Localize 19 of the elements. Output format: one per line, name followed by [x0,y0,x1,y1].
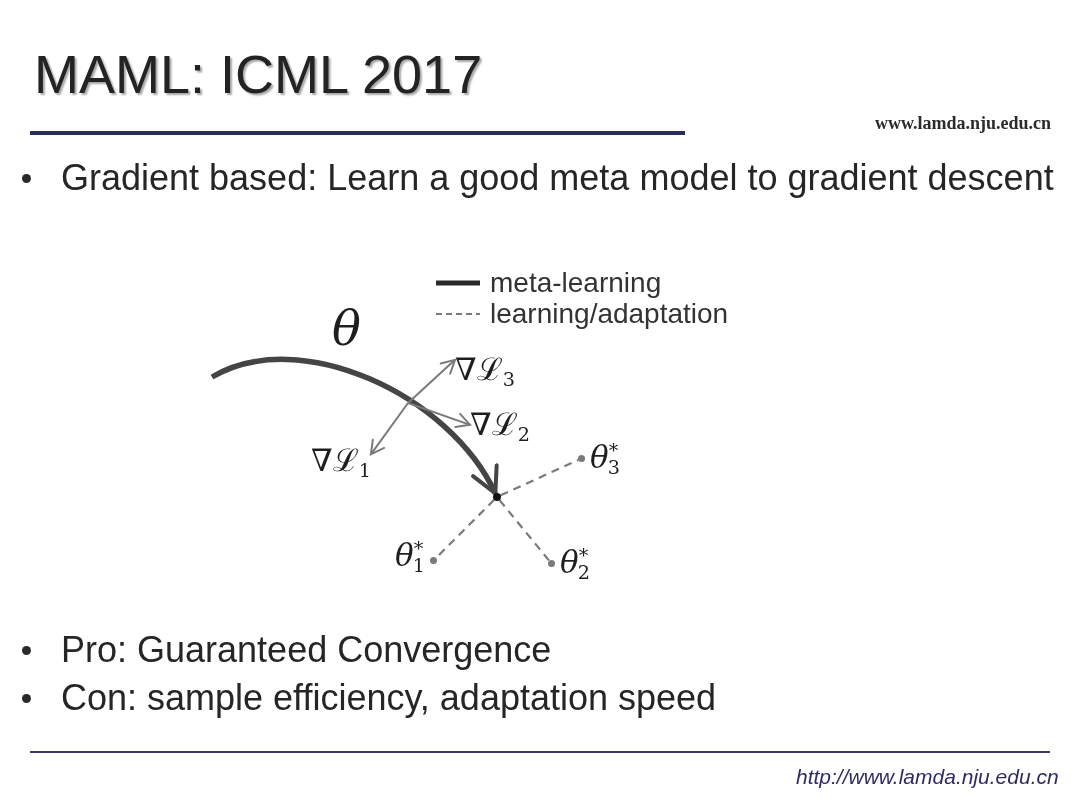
curved-arrow [210,356,498,496]
footer-url: http://www.lamda.nju.edu.cn [796,765,1059,789]
math-label: ∇ℒ$_{3}$ [455,352,515,388]
dashed-line [498,499,551,562]
dashed-line [500,458,579,497]
point-icon [493,493,501,501]
bullet-text: Con: sample efficiency, adaptation speed [61,677,717,719]
bullet-text: Pro: Guaranteed Convergence [61,629,552,671]
website-text: www.lamda.nju.edu.cn [875,113,1052,133]
arrow [407,358,456,404]
math-label: ∇ℒ$_{1}$ [311,443,371,479]
slide-title: MAML: ICML 2017 [34,43,483,105]
legend-text: meta-learning [490,267,662,298]
arrow [369,402,409,456]
arrow [407,402,471,429]
math-label: ∇ℒ$_{2}$ [470,407,530,443]
edge-label: θ [332,302,361,355]
bullet-text: Gradient based: Learn a good meta model to gradient descent [61,157,1054,199]
legend-text: learning/adaptation [490,298,729,329]
